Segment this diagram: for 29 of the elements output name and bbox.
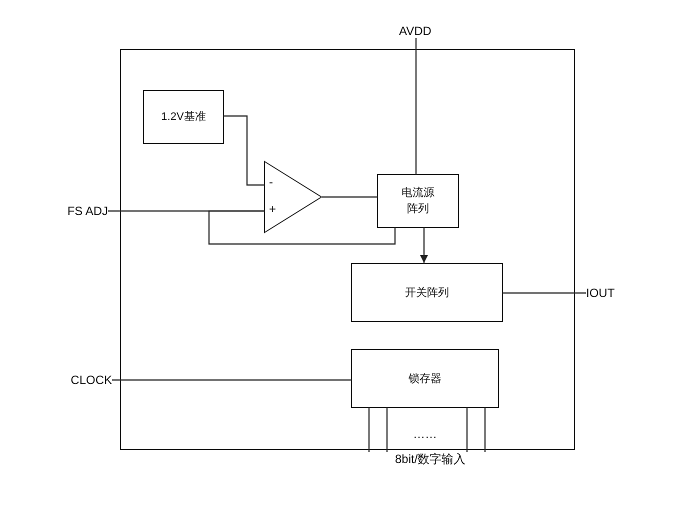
pin-label: AVDD <box>399 24 432 38</box>
ellipsis-label: …… <box>413 427 437 441</box>
block-label: 电流源阵列 <box>402 186 434 217</box>
arrow <box>420 228 428 263</box>
comparator-symbol <box>264 161 322 233</box>
connector-line <box>466 408 468 452</box>
connector-line <box>112 379 351 381</box>
connector-line <box>368 408 370 452</box>
reference-block <box>143 90 224 144</box>
chip-boundary <box>120 49 575 450</box>
pin-label: 8bit/数字输入 <box>395 452 466 466</box>
connector-line <box>415 38 417 174</box>
connector-line <box>386 408 388 452</box>
connector-line <box>208 210 396 245</box>
block-label: 锁存器 <box>408 372 442 386</box>
pin-label: CLOCK <box>70 373 112 387</box>
switch-array-block <box>351 263 503 322</box>
minus-input-sign: - <box>269 176 273 188</box>
current-source-block <box>377 174 459 228</box>
connector-line <box>503 292 586 294</box>
block-label: 1.2V基准 <box>161 110 206 125</box>
pin-label: IOUT <box>586 286 615 300</box>
block-label: 开关阵列 <box>405 286 449 300</box>
pin-label: FS ADJ <box>67 204 108 218</box>
plus-input-sign: + <box>269 203 276 215</box>
latch-block <box>351 349 499 408</box>
connector-line <box>224 115 264 186</box>
connector-line <box>484 408 486 452</box>
connector-line <box>322 196 377 198</box>
